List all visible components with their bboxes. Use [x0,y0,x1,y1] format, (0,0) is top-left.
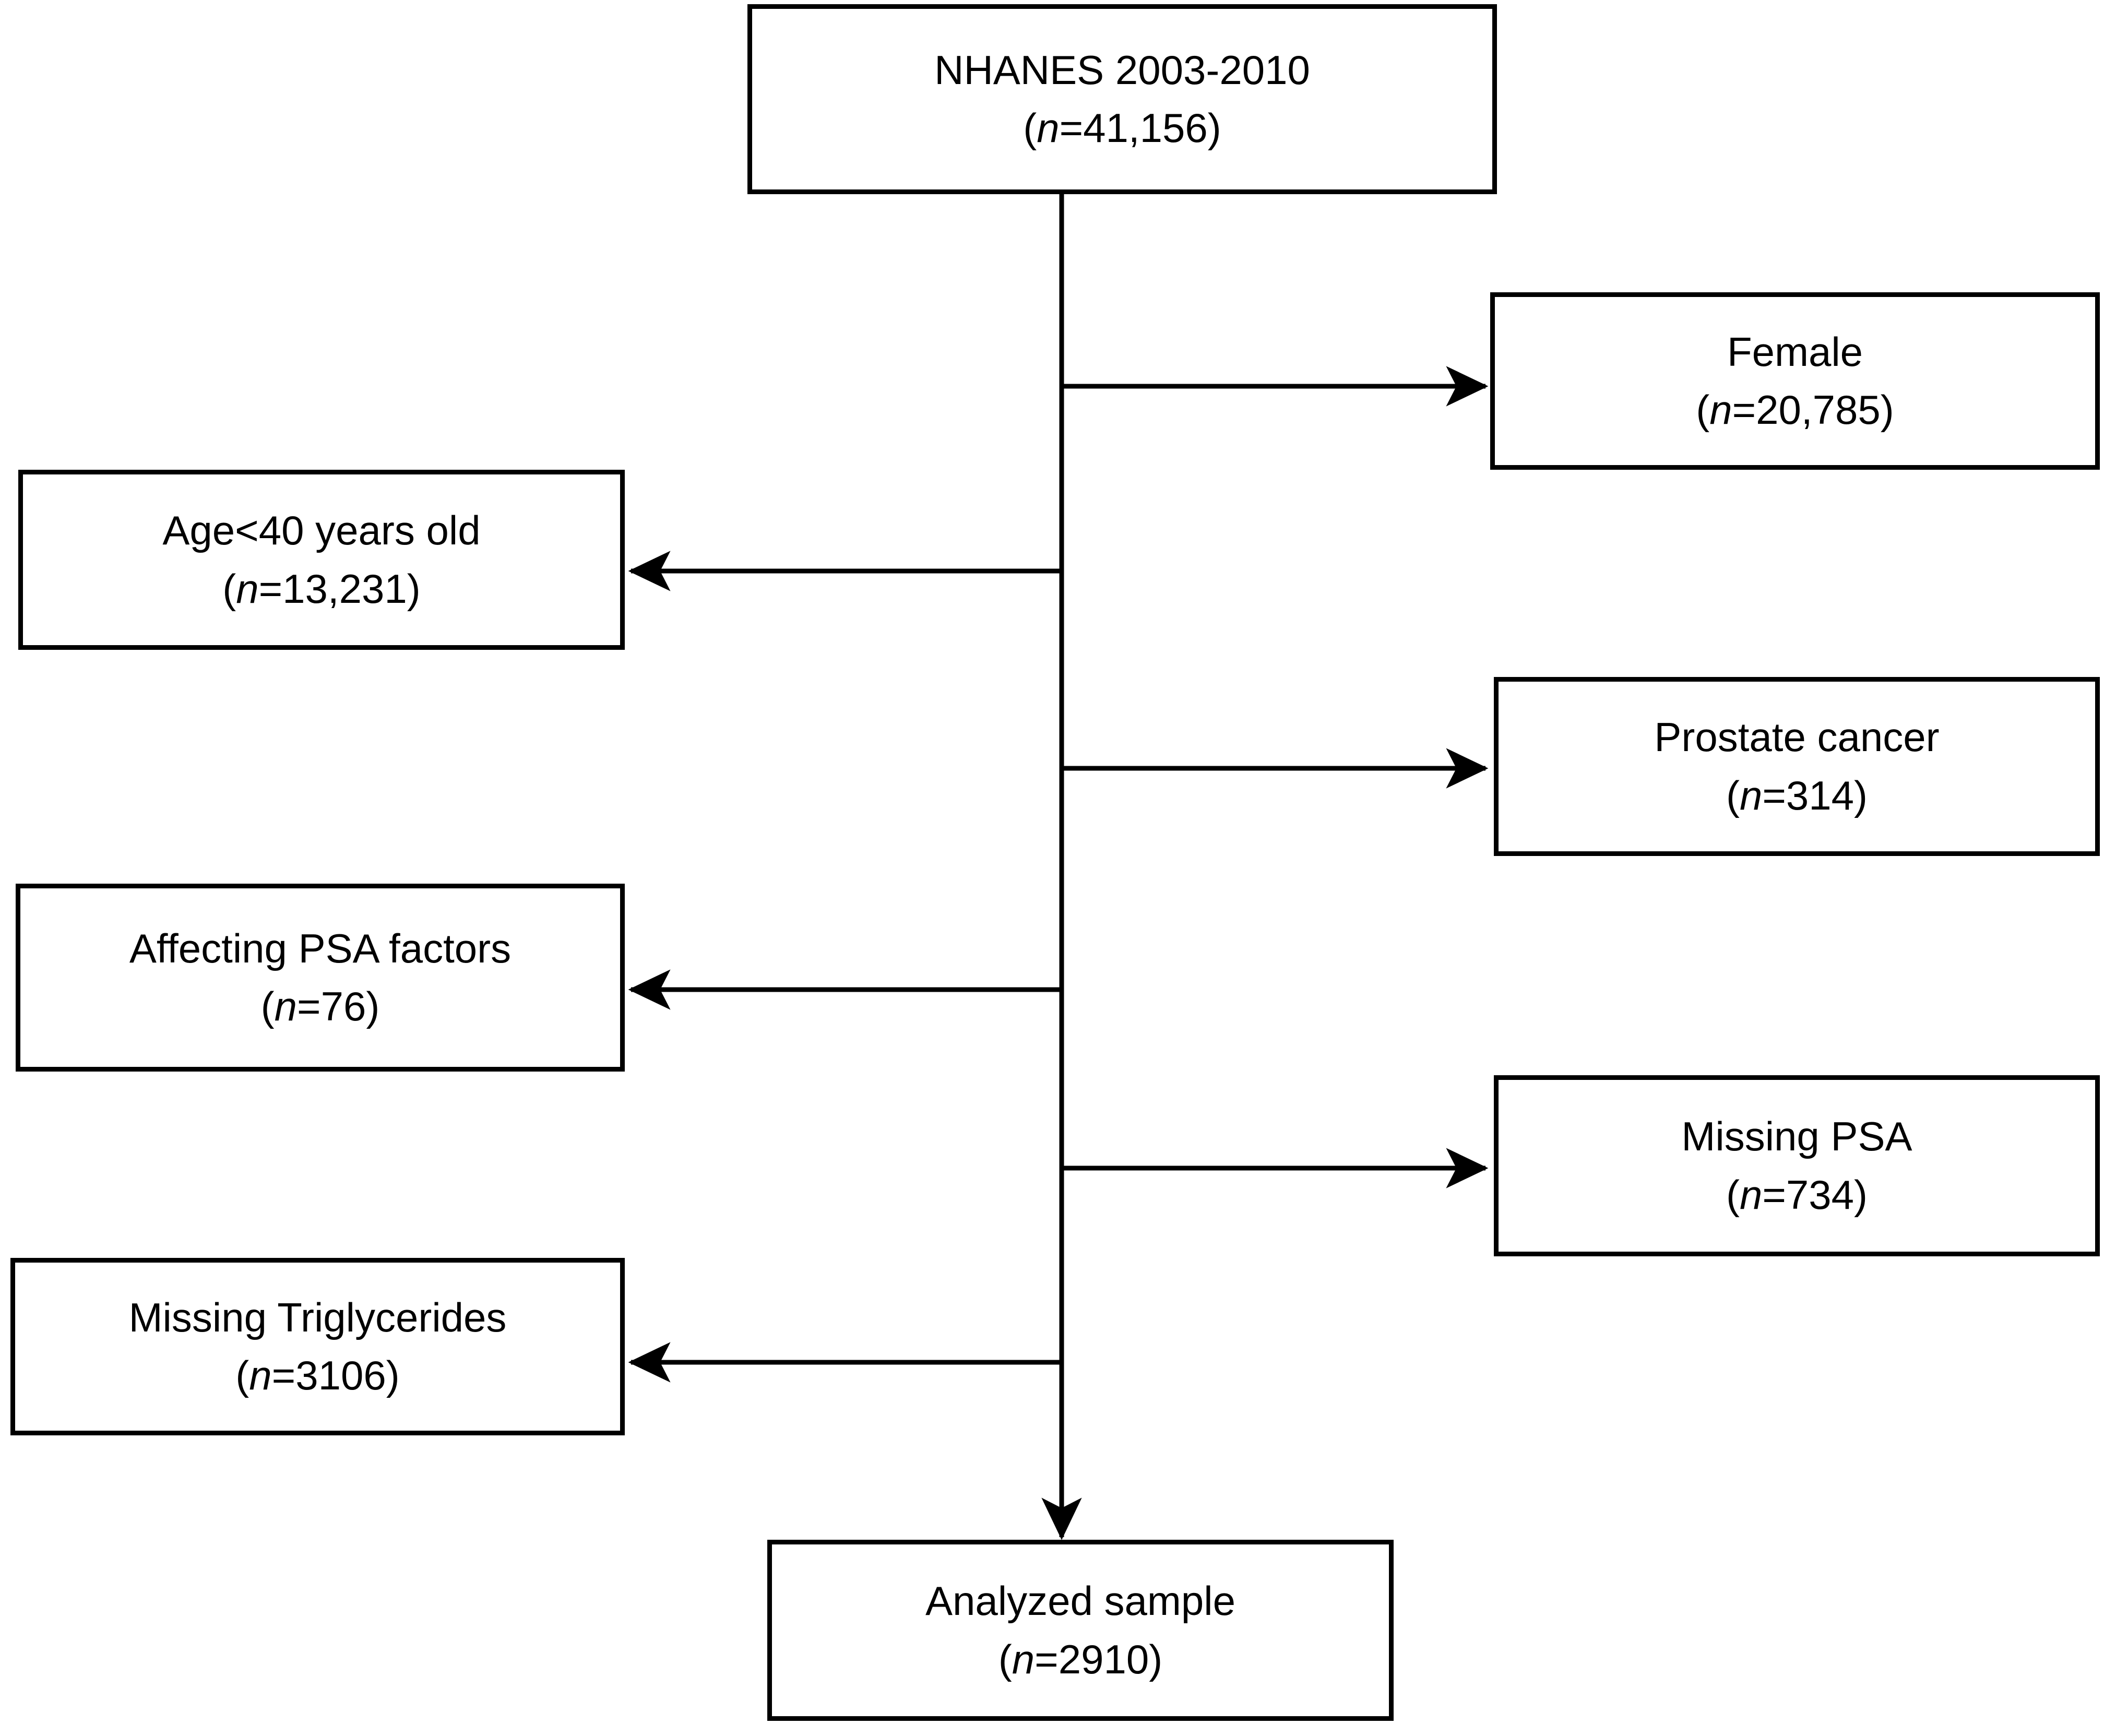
node-prostate-cancer-count: (n=314) [1726,769,1868,822]
node-source: NHANES 2003-2010 (n=41,156) [747,4,1497,194]
node-missing-triglycerides-count: (n=3106) [235,1349,399,1402]
node-age-label: Age<40 years old [162,507,481,554]
paren-open: ( [1023,105,1037,151]
node-psa-factors-label: Affecting PSA factors [129,925,512,971]
node-exclusion-psa-factors: Affecting PSA factors (n=76) [16,884,625,1072]
n-symbol: n [236,565,259,612]
node-missing-psa-count: (n=734) [1726,1169,1868,1221]
node-source-label: NHANES 2003-2010 [934,46,1310,93]
count-value: =20,785) [1732,387,1894,433]
node-analyzed-sample: Analyzed sample (n=2910) [767,1540,1394,1721]
node-source-count: (n=41,156) [1023,102,1221,154]
node-exclusion-prostate-cancer: Prostate cancer (n=314) [1494,677,2100,856]
node-analyzed-count: (n=2910) [998,1633,1162,1686]
count-value: =76) [297,983,380,1029]
count-value: =41,156) [1059,105,1221,151]
node-analyzed-label: Analyzed sample [925,1578,1235,1624]
paren-open: ( [998,1636,1012,1682]
node-exclusion-missing-psa: Missing PSA (n=734) [1494,1075,2100,1256]
n-symbol: n [1739,1171,1763,1218]
node-missing-triglycerides-label: Missing Triglycerides [128,1294,507,1340]
count-value: =13,231) [258,565,421,612]
n-symbol: n [1739,772,1763,818]
count-value: =3106) [271,1352,400,1398]
paren-open: ( [260,983,275,1029]
paren-open: ( [222,565,236,612]
node-female-count: (n=20,785) [1696,384,1894,436]
node-psa-factors-count: (n=76) [261,980,380,1033]
n-symbol: n [1037,105,1060,151]
count-value: =734) [1762,1171,1868,1218]
count-value: =314) [1762,772,1868,818]
paren-open: ( [1726,772,1740,818]
n-symbol: n [1012,1636,1035,1682]
n-symbol: n [249,1352,272,1398]
count-value: =2910) [1035,1636,1163,1682]
paren-open: ( [1726,1171,1740,1218]
paren-open: ( [235,1352,249,1398]
node-exclusion-missing-triglycerides: Missing Triglycerides (n=3106) [10,1258,625,1435]
paren-open: ( [1696,387,1710,433]
node-age-count: (n=13,231) [222,563,420,615]
node-exclusion-female: Female (n=20,785) [1490,292,2100,470]
n-symbol: n [274,983,298,1029]
node-exclusion-age: Age<40 years old (n=13,231) [18,470,625,650]
node-female-label: Female [1727,328,1863,375]
node-missing-psa-label: Missing PSA [1681,1113,1912,1160]
n-symbol: n [1709,387,1732,433]
node-prostate-cancer-label: Prostate cancer [1654,714,1940,760]
